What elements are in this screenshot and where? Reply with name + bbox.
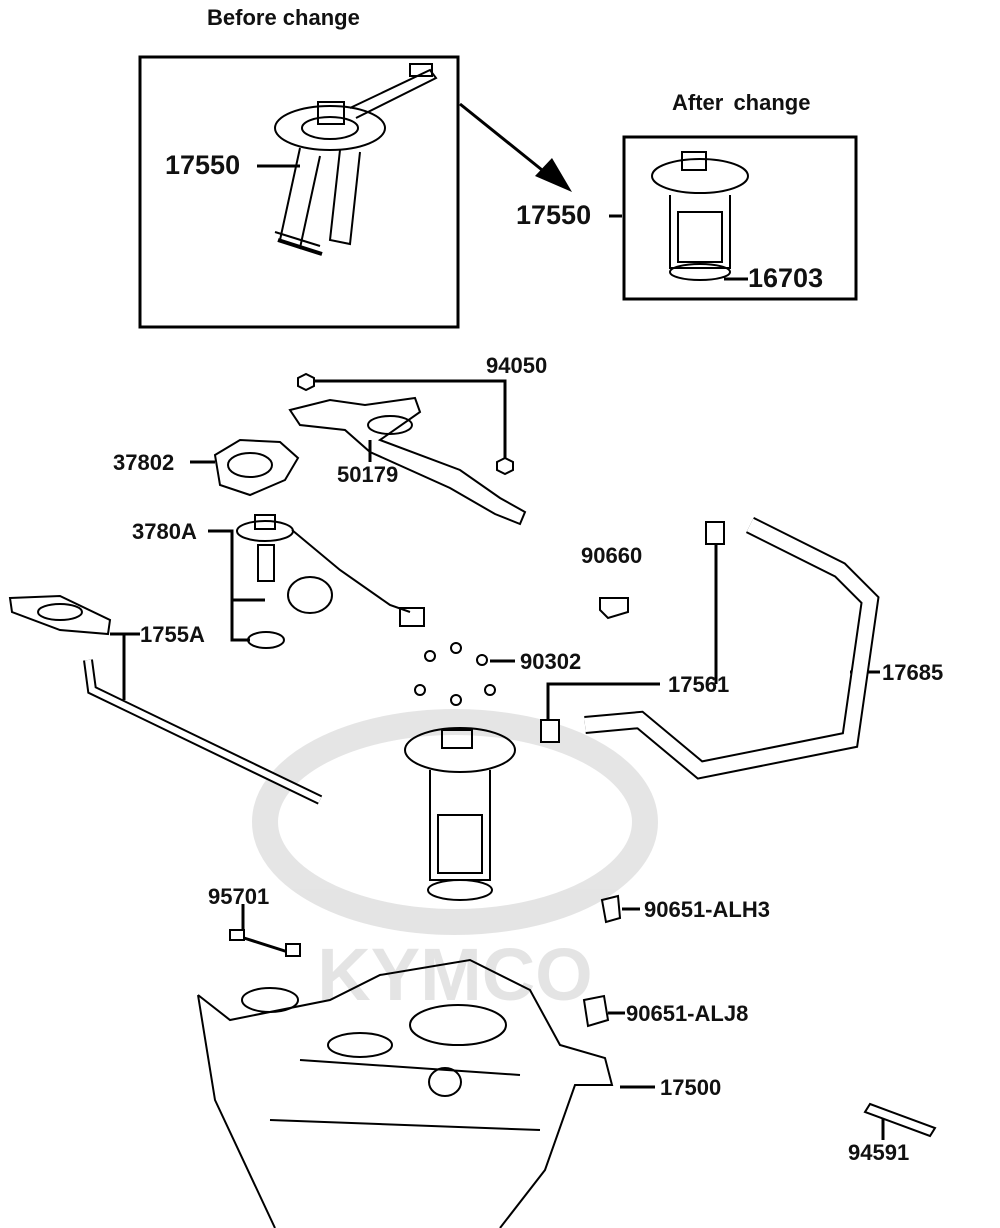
breather-1755A-drawing xyxy=(8,594,323,805)
before-change-box xyxy=(138,55,460,329)
sender-unit-3780A-drawing xyxy=(236,514,425,649)
part-label-17500: 17500 xyxy=(660,1075,722,1100)
part-label-90651-alh3: 90651-ALH3 xyxy=(644,897,770,922)
watermark-text: KYMCO xyxy=(317,933,592,1016)
bolts-95701-drawing xyxy=(229,929,301,957)
part-label-90302: 90302 xyxy=(520,649,582,674)
part-label-17550-after: 17550 xyxy=(516,200,592,230)
leader-lines xyxy=(110,164,885,1140)
part-label-90660: 90660 xyxy=(581,543,643,568)
nut-94050-drawing xyxy=(297,372,514,476)
part-label-94591: 94591 xyxy=(848,1140,910,1165)
clip-90660-drawing xyxy=(599,597,629,620)
before-change-heading: Before change xyxy=(207,5,360,30)
part-label-1755A: 1755A xyxy=(140,622,205,647)
after-change-heading: After change xyxy=(672,90,811,115)
kymco-logo-watermark: KYMCO xyxy=(252,709,658,1016)
part-label-16703: 16703 xyxy=(748,263,824,293)
new-fuel-pump-drawing xyxy=(651,151,749,281)
part-label-50179: 50179 xyxy=(337,462,399,487)
part-label-3780A: 3780A xyxy=(132,519,197,544)
hose-17685-drawing xyxy=(584,516,880,780)
fuel-pump-assembly-drawing xyxy=(404,727,516,901)
clip-17561-drawing xyxy=(540,521,725,743)
change-arrow xyxy=(459,102,572,192)
pad-94591-drawing xyxy=(863,1102,937,1138)
old-fuel-pump-drawing xyxy=(274,63,438,256)
part-label-37802: 37802 xyxy=(113,450,175,475)
part-label-17550-before: 17550 xyxy=(165,150,241,180)
part-label-90651-alj8: 90651-ALJ8 xyxy=(626,1001,749,1026)
fuel-tank-17500-drawing xyxy=(197,958,614,1228)
bolts-90302-drawing xyxy=(414,642,496,706)
gasket-37802-drawing xyxy=(213,438,300,497)
part-label-94050: 94050 xyxy=(486,353,548,378)
after-change-box xyxy=(622,135,858,301)
part-label-95701: 95701 xyxy=(208,884,270,909)
clamp-90651-drawing xyxy=(582,894,622,1028)
bracket-50179-drawing xyxy=(288,396,527,526)
part-label-17561: 17561 xyxy=(668,672,730,697)
part-label-17685: 17685 xyxy=(882,660,944,685)
